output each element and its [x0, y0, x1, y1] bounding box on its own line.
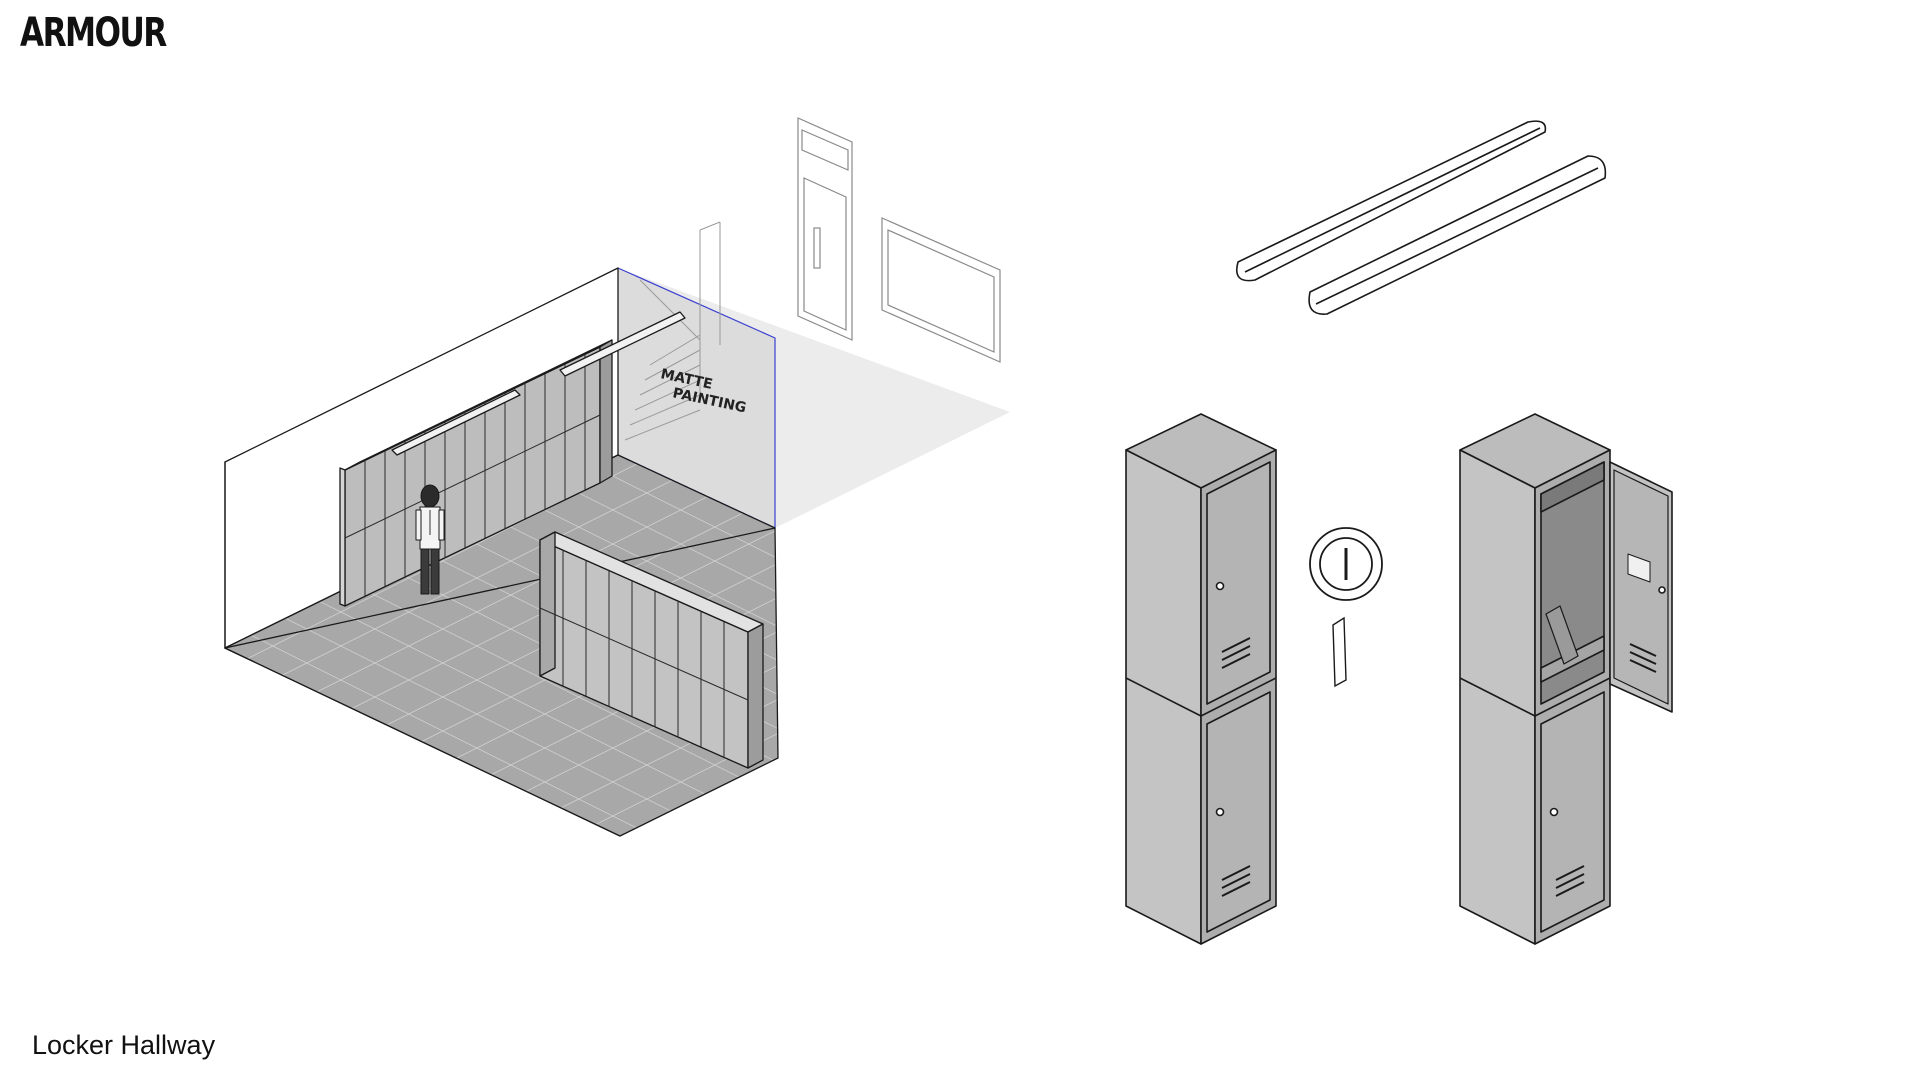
note-paper	[1627, 553, 1651, 583]
locker-open	[1459, 413, 1673, 945]
lock-icon	[1215, 581, 1225, 591]
locker-closed-lower-door	[1206, 691, 1271, 933]
light-fixture-1	[1236, 120, 1547, 282]
lock-icon	[1215, 807, 1225, 817]
locker-closed-upper-door	[1206, 461, 1271, 705]
stairs-sketch	[624, 221, 721, 441]
front-locker-bank-side	[747, 623, 764, 769]
front-locker-doors	[539, 550, 749, 758]
wall-light-2	[559, 311, 686, 377]
wall-light-1	[391, 389, 521, 456]
light-fixture-2	[1308, 155, 1607, 315]
bulletin-board-sketch	[881, 217, 1001, 363]
sheet-caption: Locker Hallway	[32, 1030, 216, 1060]
character-figure	[415, 484, 445, 595]
hallway-set	[224, 221, 1010, 837]
light-fixtures	[1236, 120, 1607, 315]
latch-plate	[1332, 616, 1347, 688]
binder-prop	[1545, 605, 1579, 665]
locker-closed	[1125, 413, 1277, 945]
lock-icon	[1549, 807, 1559, 817]
back-locker-bank-side	[599, 339, 613, 484]
matte-painting-panel	[618, 268, 775, 528]
locker-open-lower-door	[1540, 691, 1605, 933]
armour-logo: ARMOUR	[20, 10, 167, 56]
lock-detail-props	[1309, 527, 1383, 688]
background-door-sketch	[797, 117, 1001, 363]
back-locker-doors	[344, 354, 601, 596]
vent-slots	[1221, 637, 1251, 897]
